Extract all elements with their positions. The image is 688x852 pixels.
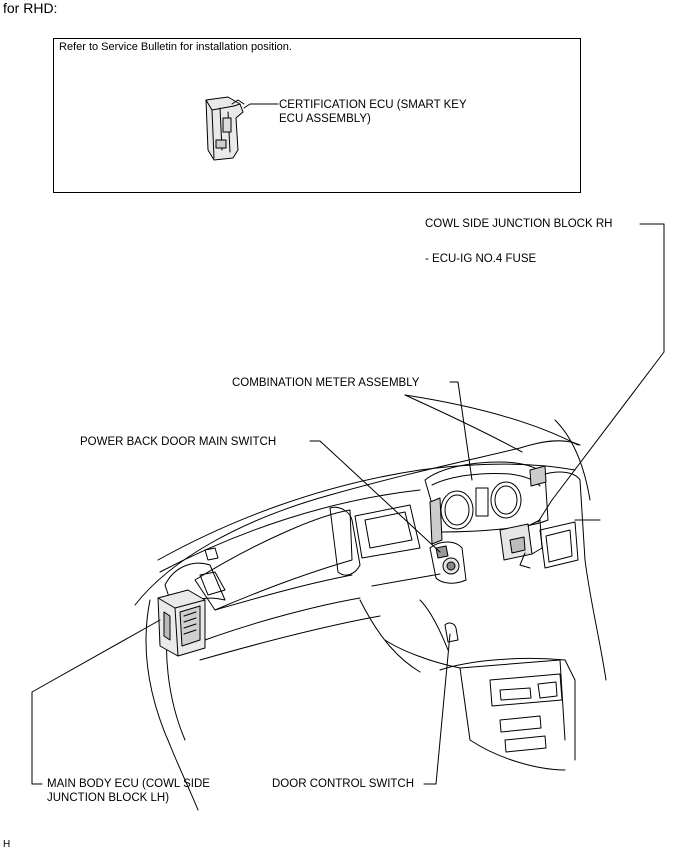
door-control-switch-label: DOOR CONTROL SWITCH [272, 778, 415, 790]
cowl-side-jb-rh-leader [537, 223, 665, 523]
combination-meter-label: COMBINATION METER ASSEMBLY [232, 377, 420, 389]
main-body-ecu-leader [31, 619, 161, 785]
certification-ecu-label-line2: ECU ASSEMBLY) [279, 113, 371, 125]
main-body-ecu-label-line1: MAIN BODY ECU (COWL SIDE [47, 778, 210, 790]
power-back-door-switch-leader [309, 440, 441, 553]
combination-meter-leader [449, 381, 473, 481]
inset-box: Refer to Service Bulletin for installati… [53, 38, 581, 193]
cowl-side-junction-block-rh [499, 519, 543, 569]
certification-ecu-icon [205, 96, 245, 161]
page-heading: for RHD: [3, 0, 58, 16]
main-body-ecu [157, 589, 206, 657]
cowl-side-jb-rh-label: COWL SIDE JUNCTION BLOCK RH [425, 218, 613, 230]
certification-ecu-leader [243, 103, 279, 109]
power-back-door-switch-label: POWER BACK DOOR MAIN SWITCH [80, 436, 277, 448]
footer-code: H [3, 839, 11, 850]
inset-note: Refer to Service Bulletin for installati… [59, 41, 292, 53]
main-body-ecu-label-line2: JUNCTION BLOCK LH) [47, 792, 170, 804]
door-control-switch-leader [423, 633, 451, 785]
certification-ecu-label-line1: CERTIFICATION ECU (SMART KEY [279, 99, 467, 111]
ecu-ig-fuse-label: - ECU-IG NO.4 FUSE [425, 253, 537, 265]
